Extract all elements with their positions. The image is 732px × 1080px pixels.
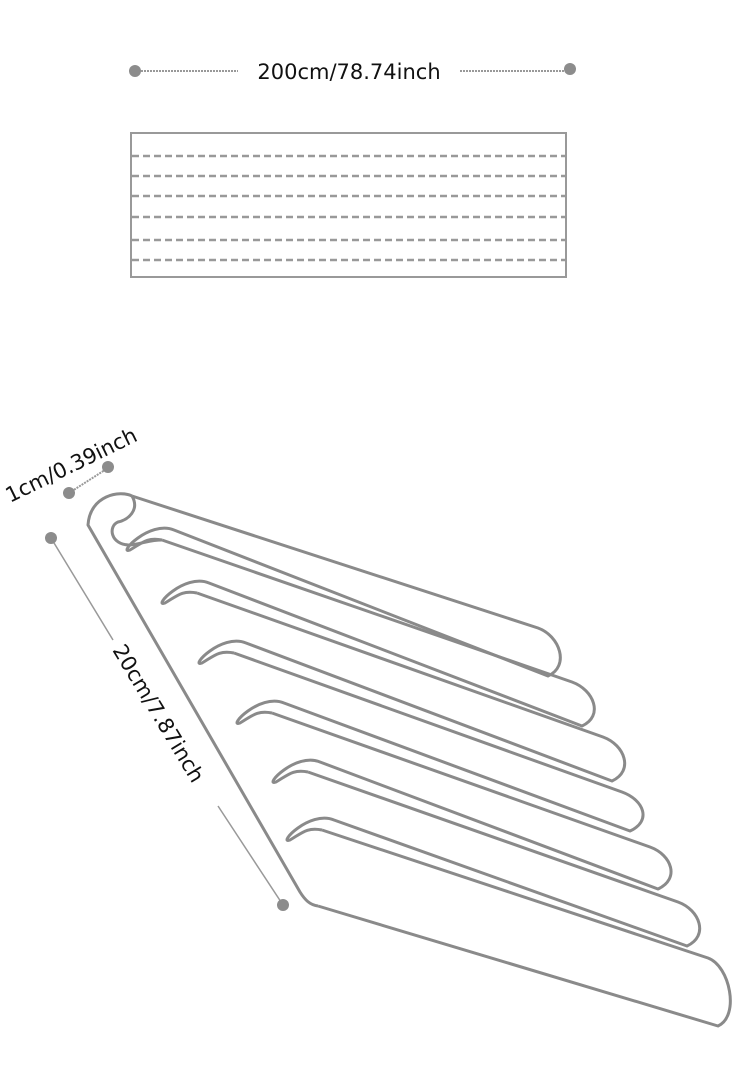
folded-strip xyxy=(86,492,732,1028)
length-dimension: 200cm/78.74inch xyxy=(129,60,576,84)
width-line-bottom xyxy=(217,805,284,906)
thickness-line xyxy=(68,467,109,494)
fold-spine xyxy=(86,492,319,908)
width-line-top xyxy=(50,537,114,641)
strip-outline xyxy=(130,132,567,278)
fold-layer xyxy=(271,711,673,891)
fold-layer xyxy=(125,494,562,678)
fold-layer xyxy=(233,651,645,833)
dimension-dot-right xyxy=(564,63,576,75)
width-dot-bottom xyxy=(277,899,289,911)
width-dot-top xyxy=(45,532,57,544)
fold-layer xyxy=(196,591,627,783)
thickness-dot-left xyxy=(63,487,75,499)
length-label: 200cm/78.74inch xyxy=(257,60,440,84)
fold-layer xyxy=(317,828,732,1028)
width-label: 20cm/7.87inch xyxy=(108,640,209,787)
fold-curl xyxy=(110,495,163,547)
fold-layer xyxy=(285,770,702,948)
fold-layer xyxy=(160,538,596,728)
thickness-dot-right xyxy=(102,461,114,473)
width-dimension: 20cm/7.87inch xyxy=(45,532,289,911)
dimension-dot-left xyxy=(129,65,141,77)
flat-strip xyxy=(130,132,567,278)
